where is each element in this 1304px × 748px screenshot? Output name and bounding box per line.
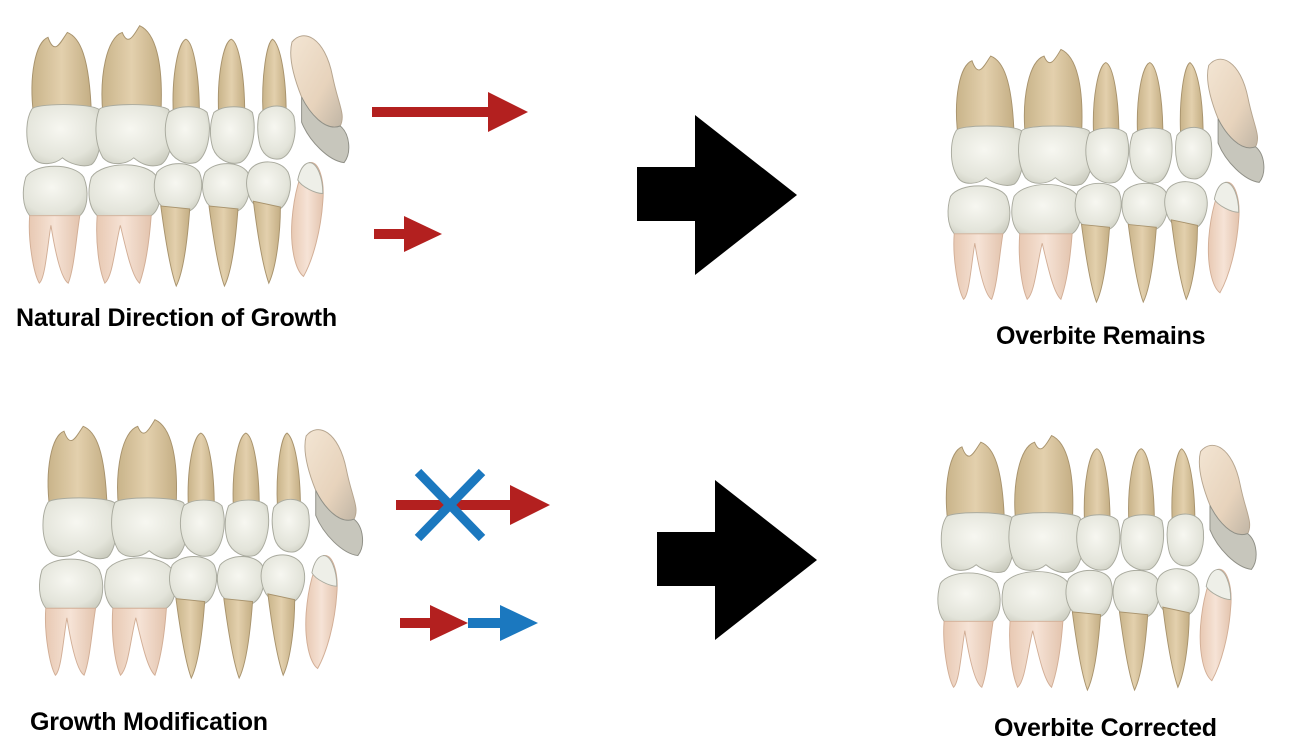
arrow-right-icon — [372, 92, 528, 132]
block-arrow-icon — [657, 480, 817, 640]
block-arrow-icon — [637, 115, 797, 275]
teeth-illustration-icon — [947, 49, 1265, 303]
teeth-illustration-natural — [8, 18, 358, 288]
teeth-illustration-overbite-remains — [928, 42, 1278, 304]
teeth-illustration-icon — [38, 419, 364, 679]
caption-growth-modification: Growth Modification — [30, 708, 268, 736]
lower-jaw-growth-arrow-boosted — [400, 604, 540, 642]
arrow-right-icon — [400, 605, 538, 641]
caption-overbite-remains: Overbite Remains — [996, 322, 1206, 350]
teeth-illustration-growth-modification — [28, 412, 368, 680]
block-arrow-bottom — [657, 480, 819, 640]
arrow-right-icon — [396, 468, 550, 542]
cross-out-icon — [414, 468, 486, 542]
block-arrow-top — [637, 115, 799, 275]
upper-jaw-growth-arrow — [372, 92, 530, 132]
teeth-illustration-icon — [937, 435, 1257, 691]
lower-jaw-growth-arrow — [374, 216, 444, 252]
teeth-illustration-icon — [22, 25, 350, 287]
upper-jaw-growth-arrow-blocked — [396, 466, 552, 544]
caption-overbite-corrected: Overbite Corrected — [994, 714, 1217, 742]
teeth-illustration-overbite-corrected — [924, 428, 1264, 692]
caption-natural-direction-of-growth: Natural Direction of Growth — [16, 304, 338, 332]
arrow-right-icon — [374, 216, 442, 252]
